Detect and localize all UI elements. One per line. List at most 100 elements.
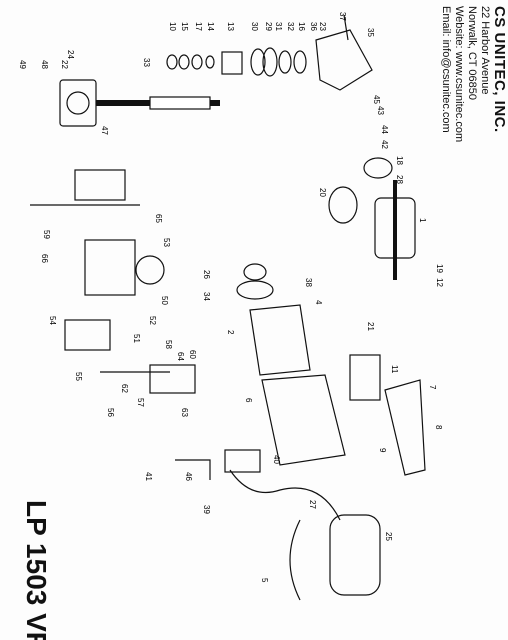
part-number-21: 21	[366, 322, 375, 331]
washer-10	[166, 54, 178, 70]
part-number-40: 40	[272, 455, 281, 464]
part-number-63: 63	[180, 408, 189, 417]
part-number-37: 37	[338, 12, 347, 21]
part-number-19: 19	[435, 264, 444, 273]
part-number-58: 58	[164, 340, 173, 349]
part-number-9: 9	[378, 448, 387, 453]
bearing-plate-28	[363, 157, 393, 179]
guard-body-66	[84, 239, 136, 296]
bracket-63	[74, 169, 126, 201]
part-number-2: 2	[226, 330, 235, 335]
part-number-11: 11	[390, 365, 399, 374]
part-number-53: 53	[162, 238, 171, 247]
part-number-50: 50	[160, 296, 169, 305]
ring-14	[205, 55, 215, 69]
part-number-30: 30	[250, 22, 259, 31]
bearing-32	[278, 50, 292, 74]
drawing-shapes	[30, 14, 426, 601]
part-number-34: 34	[202, 292, 211, 301]
part-number-1: 1	[418, 218, 427, 223]
part-number-38: 38	[304, 278, 313, 287]
part-number-52: 52	[148, 316, 157, 325]
ring-30	[250, 48, 266, 76]
part-number-42: 42	[380, 140, 389, 149]
washer-15	[178, 54, 190, 70]
part-number-22: 22	[60, 60, 69, 69]
part-number-8: 8	[434, 425, 443, 430]
flange-bore	[66, 91, 90, 115]
part-number-27: 27	[308, 500, 317, 509]
clamp-55	[64, 319, 111, 351]
part-number-66: 66	[40, 254, 49, 263]
part-number-24: 24	[66, 50, 75, 59]
part-number-7: 7	[428, 385, 437, 390]
handle-plate-8	[384, 379, 426, 476]
part-number-47: 47	[100, 126, 109, 135]
bearing-16	[293, 50, 307, 74]
screw-37	[343, 14, 349, 41]
part-number-13: 13	[226, 22, 235, 31]
part-number-26: 26	[202, 270, 211, 279]
guard-ring	[135, 255, 165, 285]
part-number-5: 5	[260, 578, 269, 583]
part-number-62: 62	[120, 384, 129, 393]
part-number-56: 56	[106, 408, 115, 417]
part-number-33: 33	[142, 58, 151, 67]
cord-5	[289, 519, 301, 601]
part-number-10: 10	[168, 22, 177, 31]
part-number-20: 20	[318, 188, 327, 197]
part-number-59: 59	[42, 230, 51, 239]
part-number-46: 46	[184, 472, 193, 481]
ring-31	[262, 47, 278, 77]
part-number-65: 65	[154, 214, 163, 223]
part-number-51: 51	[132, 334, 141, 343]
part-number-17: 17	[194, 22, 203, 31]
part-number-54: 54	[48, 316, 57, 325]
part-number-41: 41	[144, 472, 153, 481]
part-number-6: 6	[244, 398, 253, 403]
gear-20	[328, 186, 358, 224]
part-number-44: 44	[380, 125, 389, 134]
motor-housing-6	[261, 374, 346, 466]
part-number-4: 4	[314, 300, 323, 305]
shaft-collar	[149, 96, 211, 110]
bracket-63b	[149, 364, 196, 394]
bearing-26	[243, 263, 267, 281]
washer-17	[191, 54, 203, 70]
part-number-32: 32	[286, 22, 295, 31]
part-number-16: 16	[297, 22, 306, 31]
handle-25	[329, 514, 381, 596]
part-number-18: 18	[395, 156, 404, 165]
part-number-15: 15	[180, 22, 189, 31]
power-cable	[229, 469, 341, 521]
part-number-12: 12	[435, 278, 444, 287]
part-number-31: 31	[274, 22, 283, 31]
bracket-41	[175, 459, 211, 480]
part-number-14: 14	[206, 22, 215, 31]
part-number-60: 60	[188, 350, 197, 359]
part-number-23: 23	[318, 22, 327, 31]
part-number-25: 25	[384, 532, 393, 541]
switch-11	[349, 354, 381, 401]
part-number-28: 28	[395, 175, 404, 184]
disc-34	[236, 280, 274, 300]
part-number-43: 43	[376, 106, 385, 115]
part-number-39: 39	[202, 505, 211, 514]
gear-housing-23	[315, 29, 373, 91]
part-number-57: 57	[136, 398, 145, 407]
part-number-49: 49	[18, 60, 27, 69]
switch-box-40	[224, 449, 261, 473]
part-number-45: 45	[372, 95, 381, 104]
part-number-64: 64	[176, 352, 185, 361]
part-number-36: 36	[309, 22, 318, 31]
part-number-35: 35	[366, 28, 375, 37]
field-coil-2	[249, 304, 311, 376]
part-number-29: 29	[264, 22, 273, 31]
flange-housing	[59, 79, 97, 127]
part-number-55: 55	[74, 372, 83, 381]
part-number-48: 48	[40, 60, 49, 69]
sleeve-13	[221, 51, 243, 75]
